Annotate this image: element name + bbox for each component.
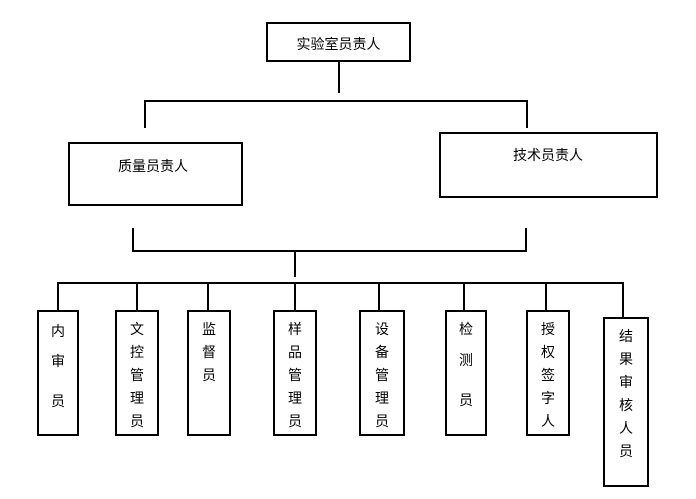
staff-char: 果 — [619, 352, 633, 368]
staff-char: 文 — [130, 322, 144, 338]
staff-char: 审 — [51, 354, 65, 370]
staff-box-supervisor: 监 督 员 — [187, 310, 231, 436]
staff-char: 理 — [288, 391, 302, 407]
staff-char: 内 — [51, 324, 65, 340]
staff-char: 人 — [619, 421, 633, 437]
staff-char: 员 — [202, 368, 216, 384]
staff-char: 督 — [202, 345, 216, 361]
quality-manager-box: 质量员责人 — [68, 142, 243, 206]
tech-manager-label: 技术员责人 — [513, 148, 583, 164]
staff-char: 员 — [288, 414, 302, 430]
staff-box-document-control: 文 控 管 理 员 — [115, 310, 159, 436]
staff-char: 结 — [619, 329, 633, 345]
staff-char: 员 — [130, 414, 144, 430]
tech-manager-box: 技术员责人 — [439, 132, 658, 198]
staff-box-internal-auditor: 内 审 员 — [37, 310, 79, 436]
staff-char: 管 — [130, 368, 144, 384]
staff-char: 备 — [375, 345, 389, 361]
quality-manager-label: 质量员责人 — [118, 159, 188, 175]
staff-char: 审 — [619, 375, 633, 391]
staff-char: 核 — [619, 398, 633, 414]
staff-char: 人 — [541, 414, 555, 430]
staff-char: 管 — [288, 368, 302, 384]
staff-box-authorized-signatory: 授 权 签 字 人 — [526, 310, 570, 436]
staff-char: 监 — [202, 322, 216, 338]
staff-char: 权 — [541, 345, 555, 361]
staff-char: 理 — [130, 391, 144, 407]
staff-char: 授 — [541, 322, 555, 338]
staff-box-equipment-manager: 设 备 管 理 员 — [359, 310, 405, 436]
staff-box-tester: 检 测 员 — [445, 310, 487, 436]
staff-char: 字 — [541, 391, 555, 407]
staff-char: 测 — [459, 353, 473, 369]
staff-box-sample-manager: 样 品 管 理 员 — [273, 310, 317, 436]
root-label: 实验室员责人 — [296, 37, 381, 53]
staff-char: 检 — [459, 322, 473, 338]
staff-char: 员 — [619, 444, 633, 460]
staff-char: 设 — [375, 322, 389, 338]
staff-char: 品 — [288, 345, 302, 361]
staff-char: 员 — [375, 414, 389, 430]
root-box: 实验室员责人 — [266, 22, 411, 62]
staff-char: 样 — [288, 322, 302, 338]
staff-char: 员 — [51, 394, 65, 410]
staff-char: 签 — [541, 368, 555, 384]
staff-char: 管 — [375, 368, 389, 384]
staff-char: 员 — [459, 393, 473, 409]
staff-char: 控 — [130, 345, 144, 361]
staff-box-result-reviewer: 结 果 审 核 人 员 — [603, 317, 649, 487]
staff-char: 理 — [375, 391, 389, 407]
